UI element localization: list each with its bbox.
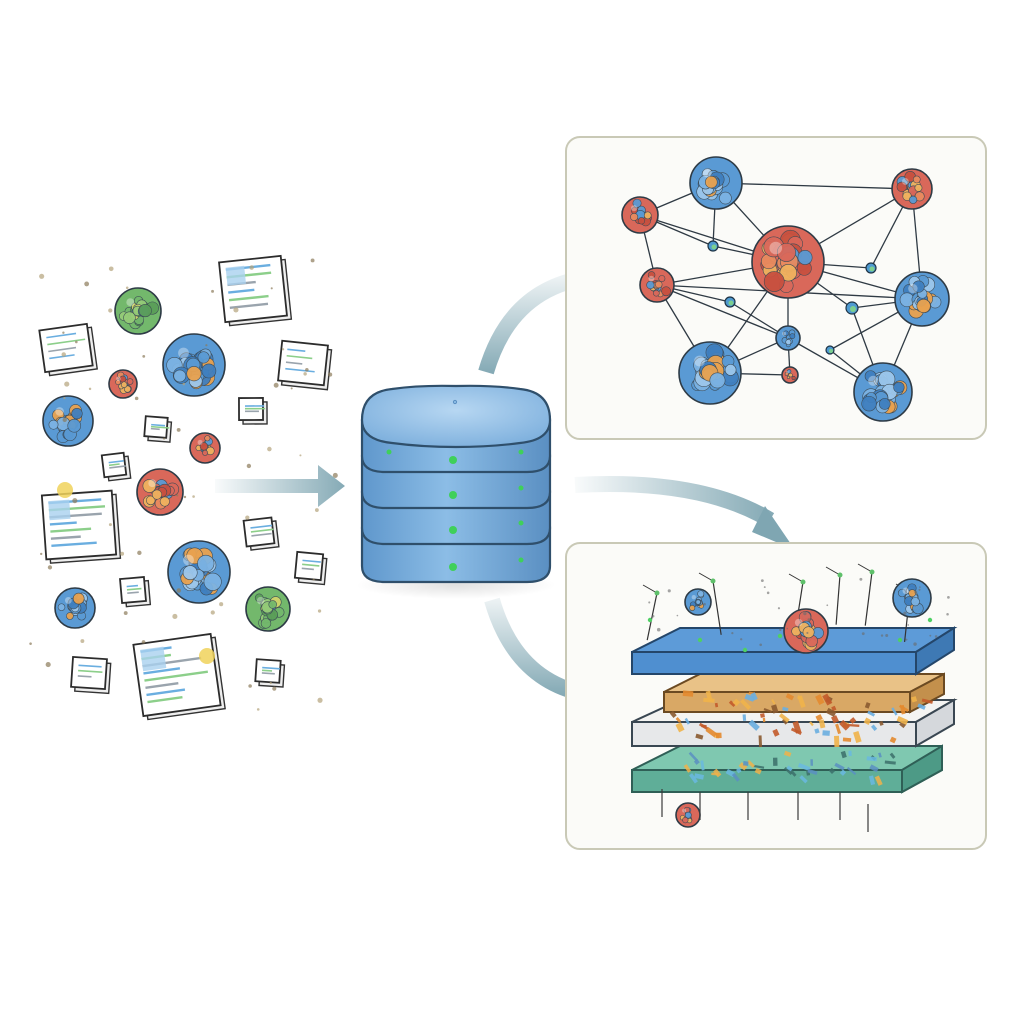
network-node xyxy=(853,362,913,422)
layers-panel xyxy=(565,542,987,850)
network-node xyxy=(825,345,835,355)
document-icon xyxy=(100,451,132,482)
document-icon xyxy=(293,550,328,586)
network-node xyxy=(678,341,742,405)
molecule-icon xyxy=(136,468,184,516)
layer-molecule xyxy=(684,588,712,616)
document-icon xyxy=(238,397,268,425)
network-edge xyxy=(715,182,913,190)
network-node xyxy=(639,267,675,303)
db-top-lid xyxy=(360,384,552,449)
document-icon xyxy=(70,655,112,695)
molecule-icon xyxy=(189,432,221,464)
molecule-icon xyxy=(167,540,231,604)
molecule-icon xyxy=(54,587,96,629)
layers-icon xyxy=(631,563,958,832)
network-node xyxy=(621,196,659,234)
molecule-icon xyxy=(114,287,162,335)
source-cluster xyxy=(29,254,338,721)
document-icon xyxy=(143,415,173,443)
document-icon xyxy=(132,632,226,721)
layer-particles xyxy=(642,563,950,832)
network-node xyxy=(891,168,933,210)
network-node xyxy=(724,296,736,308)
network-node xyxy=(894,271,950,327)
network-edge xyxy=(656,284,789,339)
network-node xyxy=(707,240,719,252)
arrow-icon-sources-to-db xyxy=(215,465,345,507)
network-panel xyxy=(565,136,987,440)
database-icon xyxy=(356,384,556,599)
network-node xyxy=(775,325,801,351)
layer-molecule xyxy=(675,802,701,828)
molecule-icon xyxy=(245,586,291,632)
molecule-icon xyxy=(108,369,138,399)
document-icon xyxy=(119,576,152,608)
network-node xyxy=(751,225,825,299)
network-node xyxy=(845,301,859,315)
document-icon xyxy=(277,339,333,391)
network-node xyxy=(689,156,743,210)
document-icon xyxy=(38,322,98,377)
network-node xyxy=(865,262,877,274)
layer-molecule xyxy=(892,578,932,618)
document-icon xyxy=(218,254,293,327)
network-icon xyxy=(621,156,950,422)
molecule-icon xyxy=(162,333,226,397)
document-icon xyxy=(40,489,122,564)
molecule-icon xyxy=(42,395,94,447)
network-node xyxy=(781,366,799,384)
document-icon xyxy=(254,658,286,688)
document-icon xyxy=(242,516,280,551)
layer-molecule xyxy=(783,608,829,654)
layer-orange xyxy=(663,672,945,714)
arrow-icon-db-to-layers-top xyxy=(574,476,795,550)
